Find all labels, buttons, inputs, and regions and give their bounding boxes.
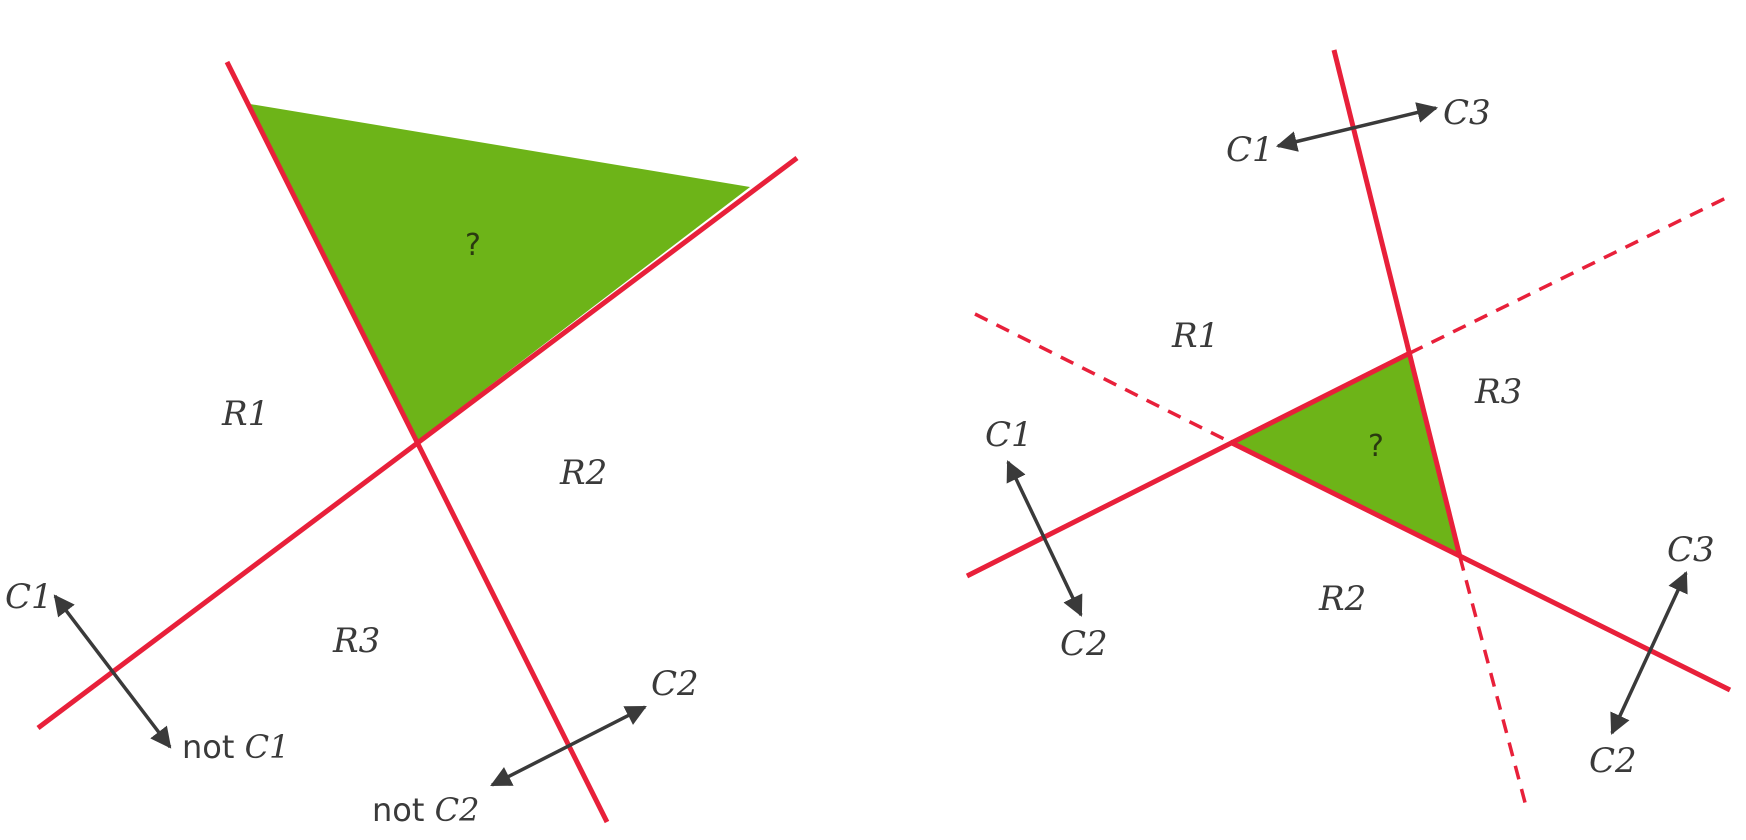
right-region-r1-label: R1 [1171,316,1219,356]
right-arrow-c1-c3 [1275,102,1439,152]
right-arrow-left-label-a: C1 [985,415,1033,455]
left-question-mark: ? [465,228,481,263]
right-arrow-right-label-a: C3 [1667,530,1715,570]
left-panel: ? R1 R2 R3 C1 not C1 C2 not C2 [5,60,799,829]
right-arrow-c3-c2 [1610,571,1688,735]
right-ambiguous-region [1230,353,1460,557]
right-question-mark: ? [1368,429,1384,464]
right-region-r3-label: R3 [1474,372,1522,412]
right-region-r2-label: R2 [1318,579,1366,619]
left-boundary-c2 [224,60,610,824]
right-arrow-left-label-b: C2 [1060,624,1108,664]
left-arrow-c2-not-c2 [490,705,647,787]
left-arrow2-label-b: not C2 [372,791,479,829]
left-region-r3-label: R3 [332,621,380,661]
left-arrow1-label-a: C1 [5,577,53,617]
right-boundary-c1c2-dashed [1409,194,1731,355]
left-arrow-c1-not-c1 [53,594,172,749]
right-arrow-right-label-b: C2 [1589,741,1637,781]
right-arrow-top-label-a: C1 [1226,130,1274,170]
right-arrow-c1-c2 [1006,460,1083,617]
right-arrow-top-label-b: C3 [1443,93,1491,133]
left-arrow1-label-b: not C1 [182,728,289,766]
left-arrow2-label-a: C2 [651,664,699,704]
right-boundary-c2c3 [1228,439,1732,693]
left-ambiguous-region [250,104,750,442]
right-boundary-c1c3-dashed [1458,556,1529,811]
left-region-r1-label: R1 [221,394,269,434]
right-panel: ? R1 R2 R3 C1 C3 C1 C2 C3 C2 [965,49,1732,811]
left-region-r2-label: R2 [559,453,607,493]
